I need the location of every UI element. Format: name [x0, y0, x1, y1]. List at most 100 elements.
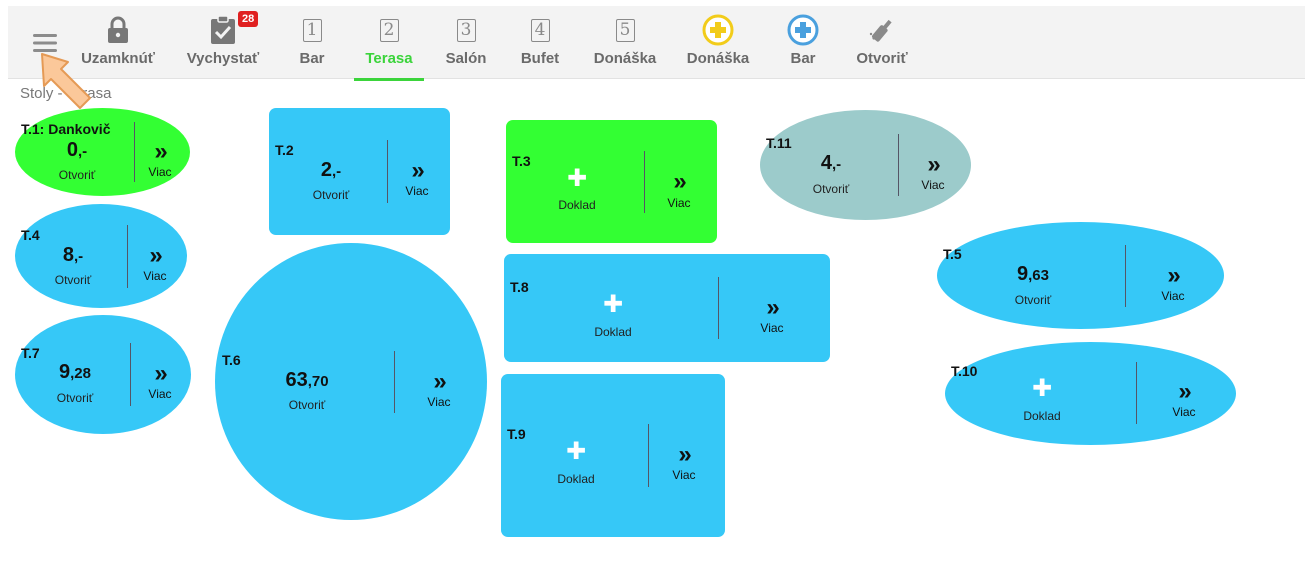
- table-amount: 9,63: [1017, 263, 1049, 285]
- table-name: T.6: [222, 352, 241, 368]
- table-status: Doklad: [557, 472, 595, 486]
- table-name: T.5: [943, 246, 962, 262]
- table-status: Otvoriť: [54, 273, 92, 287]
- table-t6[interactable]: T.6 63,70 Otvoriť » Viac: [215, 243, 487, 520]
- toolbar-pick-button[interactable]: 28 Vychystať: [178, 11, 268, 67]
- table-divider: [648, 424, 649, 487]
- table-name: T.4: [21, 227, 40, 243]
- chevron-double-right-icon[interactable]: »: [154, 138, 167, 165]
- table-more-link[interactable]: Viac: [667, 196, 691, 210]
- toolbar-new-bar-button[interactable]: Bar: [758, 14, 848, 67]
- number-1-icon: 1: [302, 18, 322, 42]
- toolbar-label: Vychystať: [186, 50, 260, 67]
- table-shape: [15, 108, 190, 196]
- toolbar-salon-button[interactable]: 3 Salón: [421, 14, 511, 67]
- table-divider: [134, 122, 135, 182]
- pointer-arrow-icon: [41, 53, 91, 109]
- toolbar-donaska-button[interactable]: 5 Donáška: [580, 14, 670, 67]
- table-divider: [1125, 245, 1126, 307]
- table-more-link[interactable]: Viac: [143, 269, 167, 283]
- toolbar-label: Bar: [299, 50, 325, 67]
- chevron-double-right-icon[interactable]: »: [433, 368, 446, 395]
- toolbar-label: Salón: [445, 50, 487, 67]
- number-5-icon: 5: [615, 18, 635, 42]
- table-divider: [387, 140, 388, 203]
- toolbar-lock-button[interactable]: Uzamknúť: [73, 14, 163, 67]
- table-name: T.9: [507, 426, 526, 442]
- chevron-double-right-icon[interactable]: »: [411, 157, 424, 184]
- table-t5[interactable]: T.5 9,63 Otvoriť » Viac: [937, 222, 1224, 329]
- table-shape: [937, 222, 1224, 329]
- table-status: Otvoriť: [812, 182, 850, 196]
- table-more-link[interactable]: Viac: [1161, 289, 1185, 303]
- table-amount: 0,-: [66, 139, 88, 161]
- bottle-icon: [869, 19, 892, 42]
- blue-plus-circle-icon: [787, 14, 819, 46]
- table-more-link[interactable]: Viac: [148, 165, 172, 179]
- toolbar-terasa-tab[interactable]: 2 Terasa: [344, 14, 434, 81]
- table-more-link[interactable]: Viac: [672, 468, 696, 482]
- table-divider: [1136, 362, 1137, 424]
- active-tab-underline: [354, 78, 424, 81]
- table-name: T.7: [21, 345, 40, 361]
- table-divider: [644, 151, 645, 213]
- toolbar-label: Donáška: [593, 50, 657, 67]
- table-t2[interactable]: T.2 2,- Otvoriť » Viac: [269, 108, 450, 235]
- toolbar-bar-button[interactable]: 1 Bar: [267, 14, 357, 67]
- table-more-link[interactable]: Viac: [921, 178, 945, 192]
- table-t10[interactable]: T.10 ✚ Doklad » Viac: [945, 342, 1236, 445]
- table-status: Doklad: [1023, 409, 1061, 423]
- table-divider: [130, 343, 131, 406]
- table-name: T.10: [951, 363, 978, 379]
- table-t8[interactable]: T.8 ✚ Doklad » Viac: [504, 254, 830, 362]
- chevron-double-right-icon[interactable]: »: [678, 441, 691, 468]
- pending-count-badge: 28: [238, 11, 259, 27]
- table-amount: 63,70: [285, 369, 329, 391]
- chevron-double-right-icon[interactable]: »: [149, 242, 162, 269]
- table-name: T.8: [510, 279, 529, 295]
- table-more-link[interactable]: Viac: [405, 184, 429, 198]
- toolbar-new-delivery-button[interactable]: Donáška: [673, 14, 763, 67]
- number-3-icon: 3: [456, 18, 476, 42]
- plus-icon: ✚: [565, 438, 587, 465]
- table-status: Otvoriť: [58, 168, 96, 182]
- lock-icon: [108, 16, 128, 43]
- table-shape: [760, 110, 971, 220]
- chevron-double-right-icon[interactable]: »: [154, 360, 167, 387]
- chevron-double-right-icon[interactable]: »: [673, 168, 686, 195]
- top-toolbar: Uzamknúť 28 Vychystať 1 Bar 2 Terasa 3 S…: [8, 6, 1305, 81]
- table-amount: 4,-: [820, 152, 842, 174]
- table-status: Otvoriť: [56, 391, 94, 405]
- table-more-link[interactable]: Viac: [148, 387, 172, 401]
- table-t11[interactable]: T.11 4,- Otvoriť » Viac: [760, 110, 971, 220]
- table-t3[interactable]: T.3 ✚ Doklad » Viac: [506, 120, 717, 243]
- table-amount: 2,-: [320, 159, 342, 181]
- hamburger-menu-icon[interactable]: [30, 28, 60, 58]
- table-divider: [394, 351, 395, 413]
- toolbar-label: Bufet: [520, 50, 560, 67]
- chevron-double-right-icon[interactable]: »: [927, 151, 940, 178]
- table-t9[interactable]: T.9 ✚ Doklad » Viac: [501, 374, 725, 537]
- yellow-plus-circle-icon: [702, 14, 734, 46]
- toolbar-label: Terasa: [365, 50, 413, 67]
- table-more-link[interactable]: Viac: [427, 395, 451, 409]
- table-t1[interactable]: T.1: Dankovič 0,- Otvoriť » Viac: [15, 108, 190, 196]
- table-status: Otvoriť: [312, 188, 350, 202]
- table-more-link[interactable]: Viac: [1172, 405, 1196, 419]
- table-shape: [215, 243, 487, 520]
- table-more-link[interactable]: Viac: [760, 321, 784, 335]
- table-t7[interactable]: T.7 9,28 Otvoriť » Viac: [15, 315, 191, 434]
- toolbar-bufet-button[interactable]: 4 Bufet: [495, 14, 585, 67]
- clipboard-check-icon: [211, 15, 235, 44]
- chevron-double-right-icon[interactable]: »: [1178, 378, 1191, 405]
- table-t4[interactable]: T.4 8,- Otvoriť » Viac: [15, 204, 187, 308]
- table-status: Otvoriť: [288, 398, 326, 412]
- chevron-double-right-icon[interactable]: »: [766, 294, 779, 321]
- chevron-double-right-icon[interactable]: »: [1167, 262, 1180, 289]
- number-2-icon: 2: [379, 18, 399, 42]
- table-name: T.2: [275, 142, 294, 158]
- table-shape: [269, 108, 450, 235]
- toolbar-open-button[interactable]: Otvoriť: [837, 14, 927, 67]
- table-name: T.11: [766, 135, 792, 151]
- table-divider: [718, 277, 719, 339]
